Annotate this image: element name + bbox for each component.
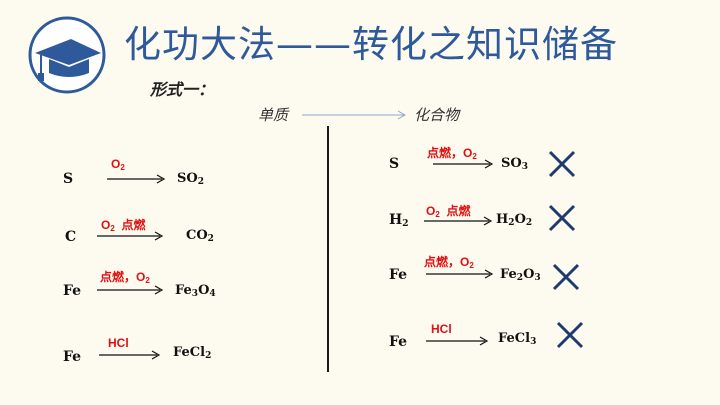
reactant: Fe xyxy=(63,283,82,299)
header-compound: 化合物 xyxy=(414,106,460,124)
reactant: S xyxy=(389,156,400,172)
conversion-arrow xyxy=(302,110,407,120)
reaction-condition: O2 xyxy=(111,157,125,172)
reaction-condition: 点燃，O2 xyxy=(427,146,477,161)
product: CO2 xyxy=(186,228,214,244)
cross-icon xyxy=(548,204,576,232)
section-subtitle: 形式一： xyxy=(150,80,215,99)
product: SO3 xyxy=(501,156,528,172)
column-divider xyxy=(327,126,329,372)
reaction-arrow xyxy=(426,269,494,279)
reaction-condition: O2 点燃 xyxy=(426,204,471,219)
reaction-arrow xyxy=(97,285,164,295)
reaction-condition: HCl xyxy=(108,336,129,350)
graduation-cap-icon xyxy=(28,16,106,94)
header-elemental: 单质 xyxy=(258,106,289,124)
reaction-arrow xyxy=(99,350,161,360)
product: FeCl3 xyxy=(498,331,537,347)
reaction-arrow xyxy=(424,216,493,226)
reaction-condition: 点燃，O2 xyxy=(100,270,150,285)
product: Fe3O4 xyxy=(175,283,216,299)
reactant: S xyxy=(63,171,74,187)
cross-icon xyxy=(548,150,576,178)
reaction-arrow xyxy=(433,159,494,169)
reactant: C xyxy=(65,229,77,245)
reaction-condition: O2 点燃 xyxy=(101,218,146,233)
product: SO2 xyxy=(177,171,204,187)
cross-icon xyxy=(552,263,580,291)
product: H2O2 xyxy=(496,212,533,228)
reactant: Fe xyxy=(63,349,82,365)
reaction-condition: HCl xyxy=(431,322,452,336)
product: Fe2O3 xyxy=(500,267,541,283)
cross-icon xyxy=(556,321,584,349)
reaction-arrow xyxy=(97,231,164,241)
reaction-condition: 点燃，O2 xyxy=(424,255,474,270)
reaction-arrow xyxy=(426,336,489,346)
reactant: H2 xyxy=(389,212,409,229)
product: FeCl2 xyxy=(173,345,212,361)
reaction-arrow xyxy=(107,174,166,184)
page-title: 化功大法——转化之知识储备 xyxy=(124,23,618,66)
reactant: Fe xyxy=(389,267,408,283)
reactant: Fe xyxy=(389,334,408,350)
